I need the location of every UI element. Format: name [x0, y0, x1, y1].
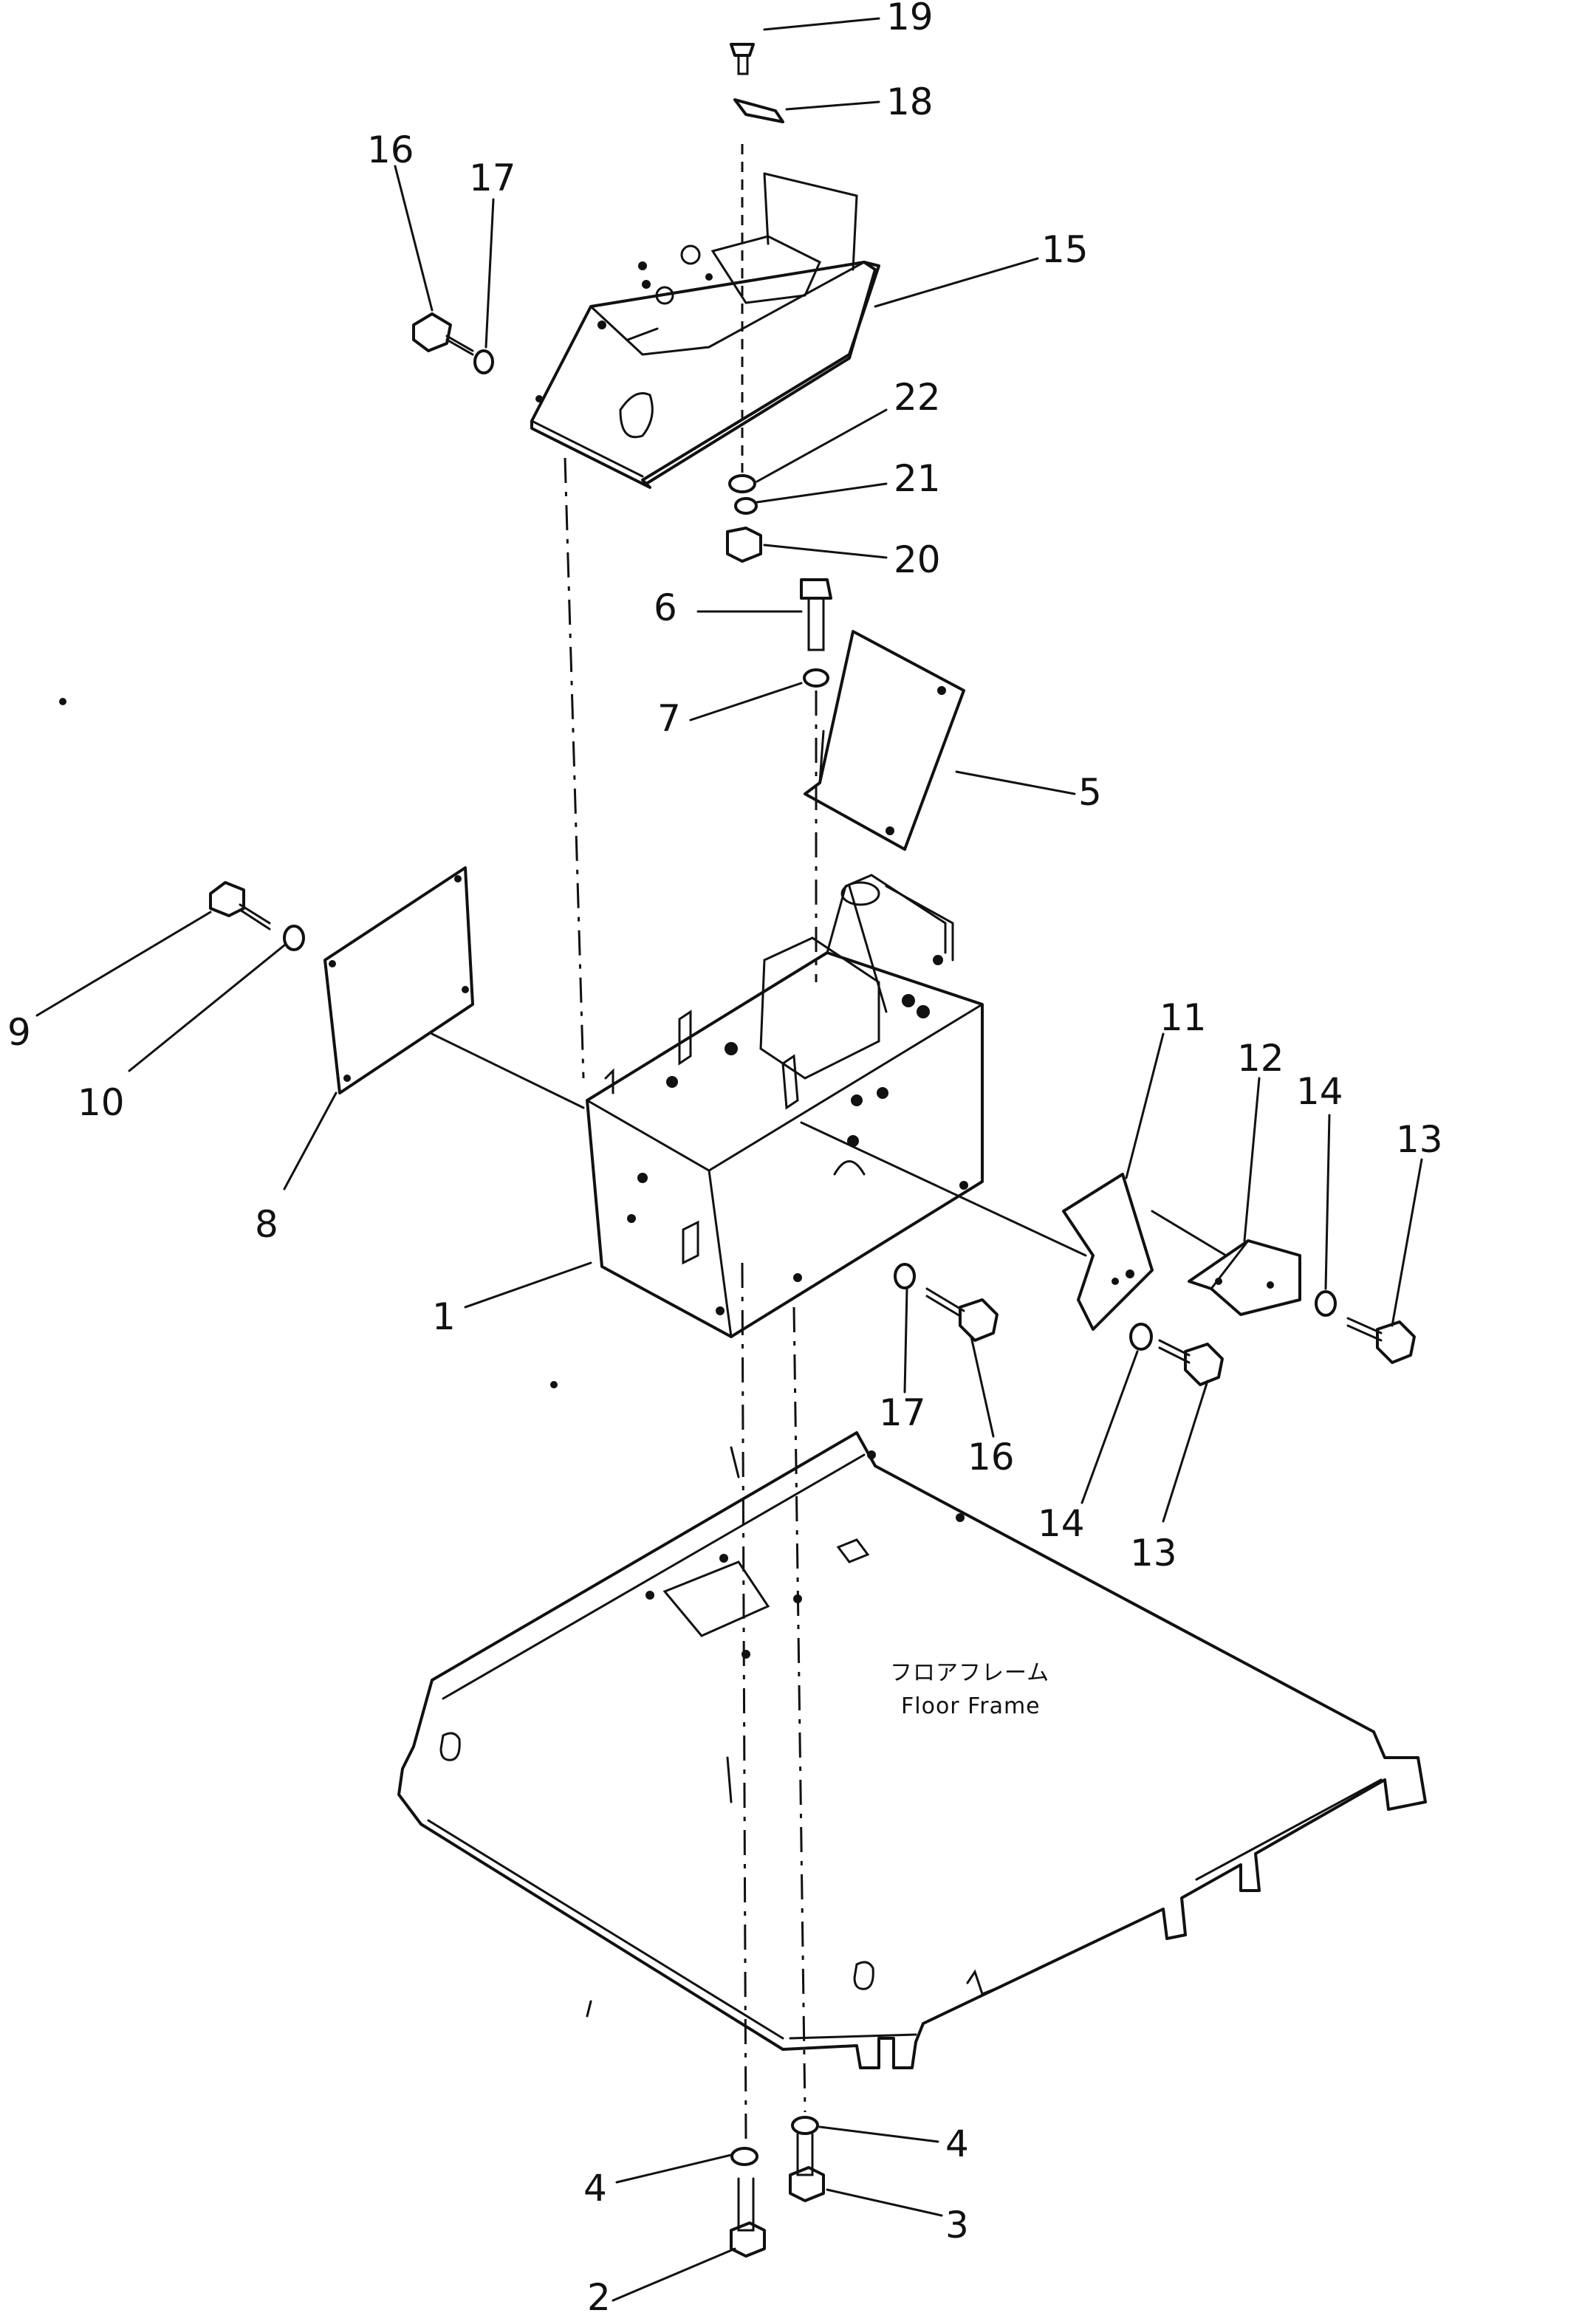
- callout-18: 18: [886, 80, 934, 123]
- callout-14-right: 14: [1296, 1070, 1343, 1113]
- callout-20: 20: [894, 538, 941, 581]
- callout-15: 15: [1041, 228, 1089, 271]
- callout-4-left: 4: [583, 2167, 607, 2210]
- callout-9: 9: [7, 1011, 31, 1054]
- callout-13-mid: 13: [1130, 1532, 1177, 1574]
- callout-7: 7: [657, 697, 681, 740]
- scan-specks: [59, 698, 592, 2018]
- plate-part-8: [323, 866, 474, 1094]
- fasteners: [209, 43, 1416, 2258]
- bracket-part-12: [1188, 1239, 1301, 1316]
- floor-frame-caption-en: Floor Frame: [901, 1693, 1041, 1719]
- console-box-part-1: [586, 874, 984, 1338]
- cover-part-15: [530, 172, 880, 489]
- callout-11: 11: [1160, 996, 1207, 1039]
- callout-leaders: [35, 17, 1423, 2302]
- callout-8: 8: [255, 1203, 278, 1246]
- assembly-lines: [431, 144, 1227, 2142]
- floor-frame-caption-jp: フロアフレーム: [890, 1660, 1049, 1686]
- callout-16-top: 16: [367, 128, 414, 171]
- bracket-part-11: [1062, 1173, 1154, 1331]
- floor-frame: フロアフレーム Floor Frame: [397, 1431, 1427, 2069]
- callout-22: 22: [894, 376, 941, 419]
- callout-21: 21: [894, 457, 941, 500]
- callout-1: 1: [432, 1295, 456, 1338]
- callout-14-mid: 14: [1038, 1502, 1085, 1545]
- callout-16-mid: 16: [967, 1436, 1015, 1478]
- callout-17-mid: 17: [879, 1391, 926, 1434]
- callout-10: 10: [78, 1081, 125, 1124]
- callout-13-right: 13: [1396, 1118, 1443, 1161]
- callout-4-right: 4: [945, 2122, 969, 2165]
- callout-6: 6: [654, 586, 677, 629]
- callout-3: 3: [945, 2204, 969, 2247]
- plate-part-5: [804, 630, 965, 851]
- callout-19: 19: [886, 0, 934, 38]
- callout-numbers: 19 18 15 16 17 22 21 20 6 7 5 9 10 8 1 1…: [7, 0, 1443, 2313]
- callout-12: 12: [1237, 1037, 1284, 1080]
- callout-5: 5: [1078, 771, 1102, 814]
- callout-17-top: 17: [469, 157, 516, 199]
- callout-2: 2: [587, 2276, 611, 2313]
